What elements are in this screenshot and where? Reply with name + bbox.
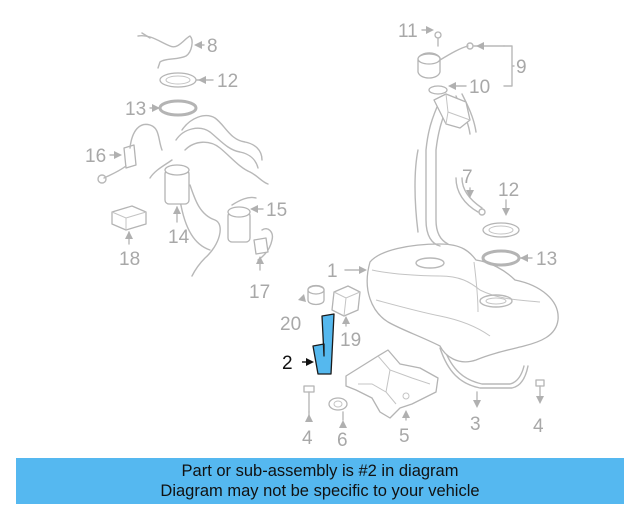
part-17-harness: 17 [249,228,274,303]
label-1: 1 [327,261,338,282]
label-15: 15 [266,200,287,221]
part-1-fuel-tank: 1 [327,243,559,363]
label-17: 17 [249,282,270,303]
part-20-grommet: 20 [280,284,325,335]
part-3-tank-strap: 3 [439,347,529,435]
label-18: 18 [119,249,140,270]
part-19-bracket: 19 [331,285,361,351]
part-4-left-bolt: 4 [302,385,315,449]
label-4-left: 4 [302,428,313,449]
part-14-fuel-pump: 14 [149,114,269,277]
part-4-right-bolt: 4 [533,379,545,437]
part-18-connector: 18 [111,205,147,270]
part-12-left-lock-ring: 12 [159,71,238,92]
part-13-left-seal: 13 [125,99,198,120]
label-4-right: 4 [533,416,544,437]
info-banner: Part or sub-assembly is #2 in diagram Di… [16,458,624,504]
part-2-strap-highlighted: 2 [282,313,335,375]
label-5: 5 [399,426,410,447]
label-13-left: 13 [125,99,146,120]
part-10-gasket: 10 [428,77,490,98]
label-7: 7 [462,167,473,188]
label-20: 20 [280,314,301,335]
label-9: 9 [516,57,527,78]
part-6-nut: 6 [328,397,348,451]
part-9-filler-assembly: 9 [417,42,527,87]
part-12-right-lock-ring: 12 [482,180,520,238]
part-11-screw: 11 [398,21,442,47]
part-15-fuel-filter: 15 [227,196,287,243]
label-6: 6 [337,430,348,451]
part-5-heat-shield: 5 [345,349,439,447]
banner-line-1: Part or sub-assembly is #2 in diagram [181,462,459,480]
label-2: 2 [282,353,293,374]
label-10: 10 [469,77,490,98]
label-3: 3 [470,414,481,435]
label-8: 8 [207,36,218,57]
filler-neck-upper [433,93,471,129]
banner-line-2: Diagram may not be specific to your vehi… [160,482,480,500]
part-7-vent-hose: 7 [455,167,486,216]
label-11: 11 [398,21,418,42]
parts-diagram: 8 12 13 16 14 [85,21,559,451]
part-13-right-seal: 13 [481,249,557,270]
label-13-right: 13 [536,249,557,270]
label-14: 14 [168,227,190,248]
label-19: 19 [340,330,361,351]
part-16-sensor: 16 [85,123,163,184]
label-12-right: 12 [498,180,519,201]
label-16: 16 [85,146,106,167]
label-12-left: 12 [217,71,238,92]
part-8-wiring: 8 [137,32,218,69]
